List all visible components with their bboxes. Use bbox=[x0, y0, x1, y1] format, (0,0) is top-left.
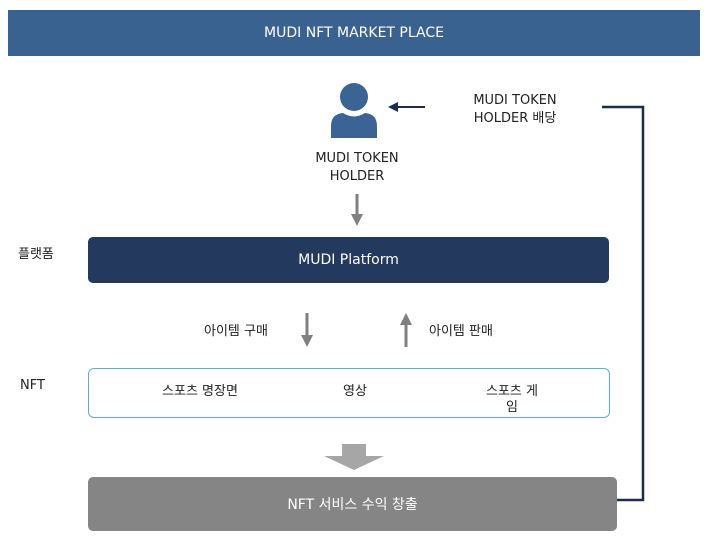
item-buy-label: 아이템 구매 bbox=[204, 324, 268, 339]
holder-to-platform-arrow-icon bbox=[351, 194, 363, 226]
dividend-connector-line bbox=[602, 105, 645, 502]
dividend-line1: MUDI TOKEN bbox=[473, 93, 557, 108]
nft-item-video: 영상 bbox=[343, 384, 367, 399]
big-down-arrow-icon bbox=[324, 444, 384, 470]
nft-revenue-box: NFT 서비스 수익 창출 bbox=[88, 477, 617, 531]
dividend-line2: HOLDER 배당 bbox=[473, 111, 557, 126]
nft-item-sports-game: 스포츠 게 임 bbox=[462, 384, 562, 416]
person-icon bbox=[331, 83, 377, 138]
revenue-label: NFT 서비스 수익 창출 bbox=[287, 497, 418, 513]
nft-item-sports-highlight: 스포츠 명장면 bbox=[162, 384, 238, 399]
nft-item-sports-game-line1: 스포츠 게 bbox=[486, 384, 538, 399]
token-holder-line2: HOLDER bbox=[329, 169, 385, 184]
item-sell-label: 아이템 판매 bbox=[429, 324, 493, 339]
token-holder-label: MUDI TOKEN HOLDER bbox=[298, 150, 416, 186]
platform-label: MUDI Platform bbox=[298, 252, 399, 268]
mudi-platform-box: MUDI Platform bbox=[88, 237, 609, 283]
nft-item-sports-game-line2: 임 bbox=[506, 400, 518, 415]
dividend-arrow-icon bbox=[388, 102, 425, 112]
banner-title: MUDI NFT MARKET PLACE bbox=[264, 25, 444, 41]
platform-row-label: 플랫폼 bbox=[18, 247, 54, 262]
token-holder-line1: MUDI TOKEN bbox=[315, 151, 399, 166]
nft-row-label: NFT bbox=[20, 378, 45, 393]
sell-up-arrow-icon bbox=[400, 313, 412, 347]
buy-down-arrow-icon bbox=[301, 313, 313, 347]
title-banner: MUDI NFT MARKET PLACE bbox=[8, 10, 700, 56]
nft-content-box bbox=[88, 368, 610, 418]
dividend-label: MUDI TOKEN HOLDER 배당 bbox=[455, 92, 575, 128]
